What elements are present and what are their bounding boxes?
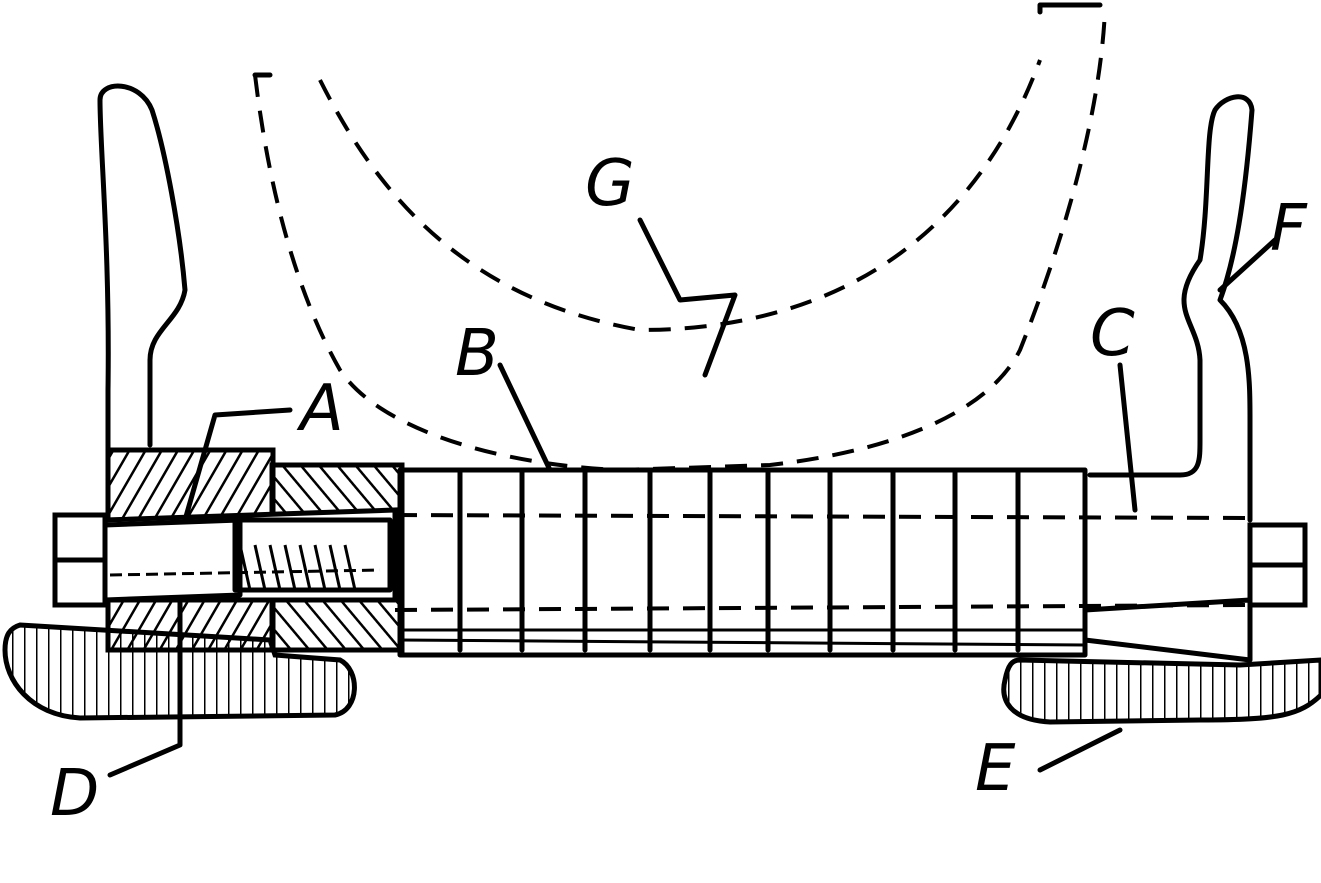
right-axle-end (1085, 600, 1250, 660)
label-e: E (975, 732, 1016, 806)
label-f: F (1270, 192, 1308, 266)
label-d: D (50, 757, 99, 831)
label-b: B (455, 317, 499, 391)
label-c: C (1090, 297, 1135, 371)
right-nut (1250, 525, 1305, 605)
label-a: A (296, 372, 344, 446)
roller-stack-b (400, 470, 1085, 655)
label-g: G (585, 147, 635, 221)
dashed-wheel-outline-g (255, 5, 1105, 470)
right-skid-e (1004, 660, 1321, 722)
left-fork-arm (100, 86, 185, 450)
